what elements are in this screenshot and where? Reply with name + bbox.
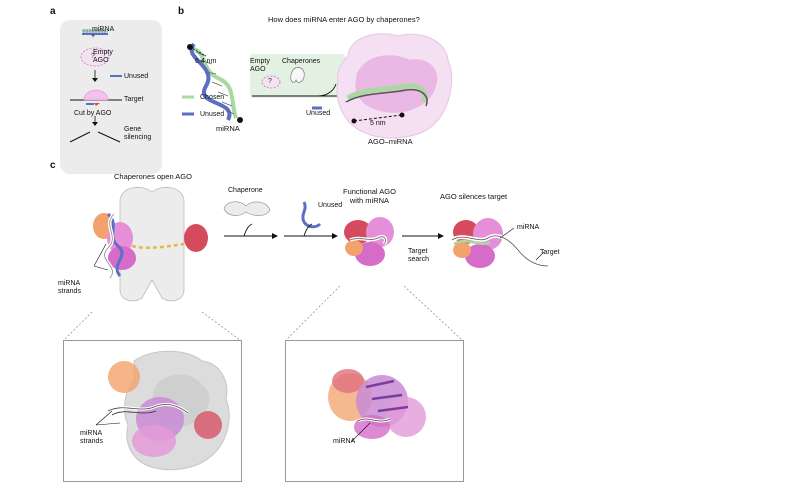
panel-c-target-search-label: Target search — [408, 248, 430, 264]
panel-a-cleaved-target-right — [97, 131, 121, 143]
panel-a-cut-marker — [94, 103, 100, 106]
panel-b-complex-label: AGO–miRNA — [368, 137, 413, 146]
panel-a-empty-ago — [80, 47, 110, 67]
panel-a-mirna-duplex — [82, 29, 108, 35]
panel-c-target-search-arrow — [402, 233, 444, 239]
panel-c-target-label: Target — [540, 249, 560, 256]
panel-a-background — [60, 20, 162, 174]
panel-c-chaperone-label: Chaperone — [228, 187, 263, 194]
panel-a-cut-label: Cut by AGO — [74, 110, 112, 117]
panel-c-ago-silences-label: AGO silences target — [440, 192, 508, 201]
panel-b-unused-label: Unused — [306, 110, 331, 117]
panel-c-mirna-strands-label: miRNA strands — [58, 280, 81, 296]
panel-c-ago-silences-illustration — [450, 218, 549, 268]
panel-c-inset-right-label: miRNA — [333, 438, 356, 445]
panel-b-question: ? — [268, 78, 272, 85]
panel-a-schematic — [69, 29, 122, 143]
panel-c-functional-ago — [344, 217, 394, 266]
panel-b-distance-bottom: 5 nm — [370, 120, 386, 127]
panel-a-target-label: Target — [124, 96, 144, 103]
panel-c-mirna-label: miRNA — [517, 224, 540, 231]
panel-b-legend-unused: Unused — [200, 111, 225, 118]
panel-b-mirna-helix — [187, 42, 243, 123]
panel-c-inset-left-structure — [95, 350, 230, 471]
panel-c-unused-release — [284, 201, 338, 239]
panel-b-mirna-label: miRNA — [216, 124, 240, 133]
panel-c-title-left: Chaperones open AGO — [114, 172, 192, 181]
panel-a-question: ? — [91, 53, 95, 60]
panel-b-title: How does miRNA enter AGO by chaperones? — [268, 15, 420, 24]
panel-b-chaperones-label: Chaperones — [282, 58, 321, 65]
panel-a-unused-label: Unused — [124, 73, 149, 80]
panel-c-chaperone-release — [223, 201, 278, 239]
panel-b-letter: b — [178, 6, 185, 17]
panel-a-mirna-label: miRNA — [92, 26, 115, 33]
panel-b-duplex-illustration — [182, 42, 352, 123]
panel-c-inset-right-structure — [328, 369, 426, 442]
panel-c-chaperone-ago-illustration — [93, 186, 208, 302]
panel-c-inset-left-label: miRNA strands — [80, 430, 103, 446]
panel-b-distance-top: 6.4 nm — [195, 58, 217, 65]
panel-c-letter: c — [50, 160, 56, 171]
panel-a-letter: a — [50, 6, 56, 17]
panel-a-gene-silencing-label: Gene silencing — [124, 126, 152, 142]
panel-a-loaded-ago — [83, 89, 109, 101]
panel-b-legend-chosen: Chosen — [200, 94, 225, 101]
panel-b-chaperone-shape — [290, 67, 305, 83]
panel-b-ago-complex — [336, 33, 453, 139]
panel-c-unused-label: Unused — [318, 202, 343, 209]
panel-a-empty-ago-label: Empty AGO — [93, 49, 113, 65]
panel-c-functional-ago-label: Functional AGO with miRNA — [343, 187, 396, 205]
panel-a-plus: + — [91, 33, 96, 40]
panel-b-empty-ago-label: Empty AGO — [250, 58, 270, 74]
panel-a-cleaved-target-left — [69, 131, 91, 143]
